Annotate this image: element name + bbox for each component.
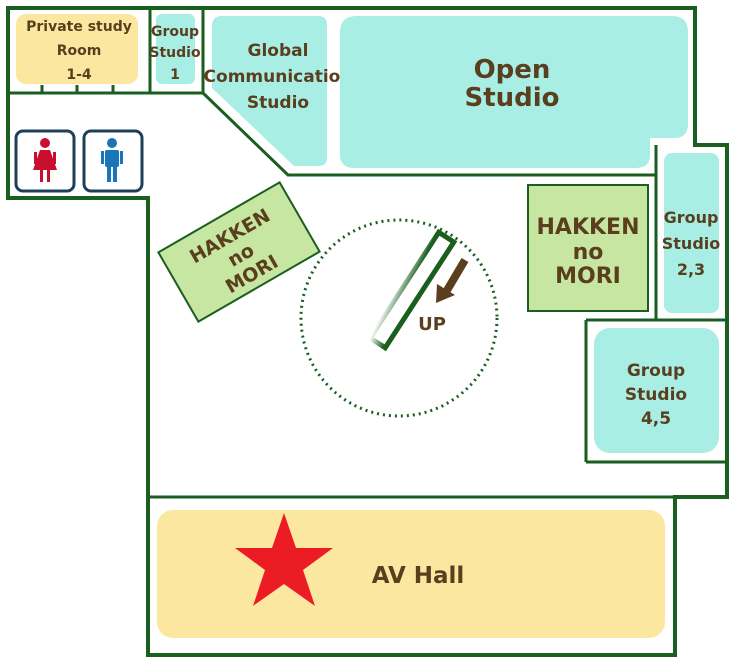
group-studio-45-line2: Studio — [625, 385, 687, 405]
hakken-no-mori-right[interactable]: HAKKEN no MORI — [527, 184, 649, 312]
group-studio-23-line1: Group — [664, 208, 719, 227]
hakken-right-line2: no — [573, 240, 604, 265]
group-studio-2-3[interactable]: Group Studio 2,3 — [662, 153, 721, 313]
hakken-no-mori-left[interactable]: HAKKEN no MORI — [157, 180, 321, 324]
hakken-right-line3: MORI — [555, 264, 621, 289]
group-studio-45-line3: 4,5 — [641, 409, 671, 429]
group-studio-23-line3: 2,3 — [677, 260, 705, 279]
group-studio-1-line2: Studio — [149, 45, 201, 61]
global-comm-line1: Global — [248, 41, 309, 61]
up-arrow-icon — [436, 257, 469, 303]
staircase — [366, 228, 458, 352]
hakken-right-line1: HAKKEN — [537, 215, 640, 240]
open-studio-line2: Studio — [464, 83, 559, 113]
av-hall-label: AV Hall — [372, 563, 465, 589]
open-studio-line1: Open — [474, 55, 551, 85]
group-studio-1-line3: 1 — [170, 67, 180, 83]
male-restroom-icon — [101, 138, 123, 182]
group-studio-23-line2: Studio — [662, 234, 721, 253]
global-comm-line3: Studio — [247, 93, 309, 113]
open-studio[interactable]: Open Studio — [340, 16, 688, 168]
global-comm-line2: Communication — [204, 67, 353, 87]
private-study-line1: Private study — [26, 19, 132, 35]
restroom-male[interactable] — [82, 129, 144, 193]
global-communication-studio[interactable]: Global Communication Studio — [204, 16, 353, 166]
group-studio-1-line1: Group — [151, 24, 199, 40]
stairs-area[interactable]: UP — [299, 218, 499, 418]
group-studio-4-5[interactable]: Group Studio 4,5 — [594, 328, 719, 453]
av-hall[interactable]: AV Hall — [157, 510, 665, 638]
star-icon — [235, 513, 333, 606]
private-study-line3: 1-4 — [66, 67, 92, 83]
restroom-female[interactable] — [14, 129, 76, 193]
private-study-line2: Room — [57, 43, 102, 59]
group-studio-45-line1: Group — [627, 361, 685, 381]
interior-walls — [8, 8, 727, 499]
female-restroom-icon — [33, 138, 57, 182]
group-studio-1[interactable]: Group Studio 1 — [149, 14, 201, 84]
stairs-up-label: UP — [418, 314, 446, 335]
private-study-room[interactable]: Private study Room 1-4 — [16, 14, 138, 84]
